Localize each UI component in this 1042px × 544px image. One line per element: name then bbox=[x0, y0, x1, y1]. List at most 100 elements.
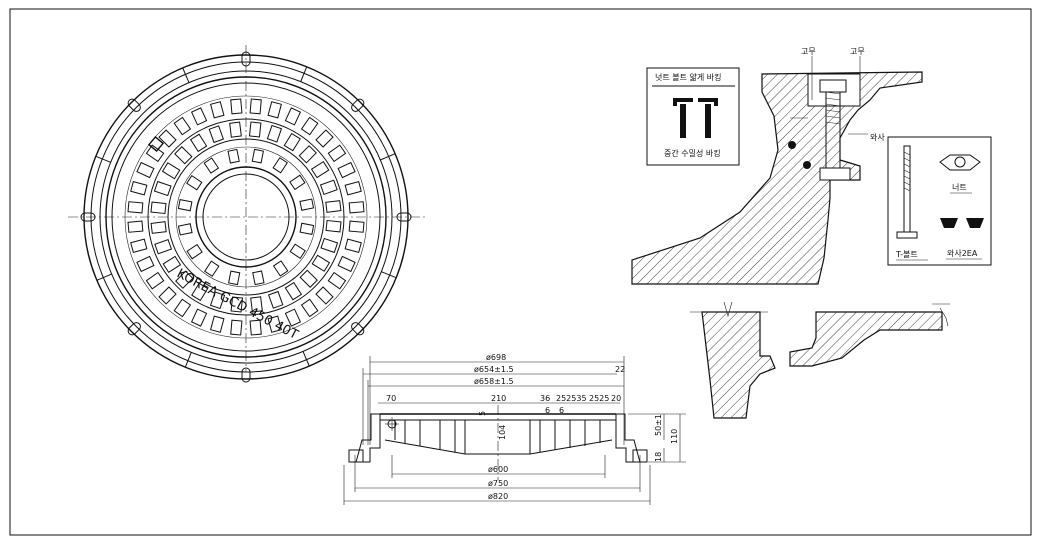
frame-slot bbox=[127, 98, 141, 112]
packing-dot-upper bbox=[788, 141, 796, 149]
outer-rib-slot bbox=[136, 255, 155, 273]
joint-detail-section: 고무 고무 와사 bbox=[631, 47, 923, 285]
middle-rib-slot bbox=[283, 132, 301, 152]
inner-rib-slot bbox=[299, 222, 315, 235]
inner-rib-slot bbox=[186, 243, 203, 260]
outer-rib-slot bbox=[145, 144, 165, 163]
outer-rib-slot bbox=[315, 129, 334, 148]
outer-rib-slot bbox=[190, 308, 208, 327]
inner-rib-slot bbox=[251, 148, 264, 164]
outer-rib-slot bbox=[158, 129, 177, 148]
inner-rib-slot bbox=[186, 175, 203, 191]
outer-rib-slot bbox=[130, 181, 148, 196]
middle-rib-slot bbox=[250, 296, 263, 313]
outer-rib-slot bbox=[284, 308, 302, 327]
washer-icon bbox=[940, 218, 984, 228]
nut-icon bbox=[939, 154, 981, 171]
dim-20: 20 bbox=[611, 394, 621, 403]
frame-outer-ring bbox=[83, 54, 409, 380]
frame-rib-line bbox=[302, 351, 310, 367]
middle-rib-slot bbox=[150, 201, 167, 215]
dim-600: ø600 bbox=[488, 465, 508, 474]
outer-rib-slot bbox=[344, 238, 362, 253]
middle-rib-slot bbox=[189, 133, 208, 153]
dim-698: ø698 bbox=[486, 353, 506, 362]
middle-rib-slot bbox=[209, 291, 226, 310]
middle-rib-slot bbox=[174, 146, 193, 165]
middle-rib-slot bbox=[161, 162, 181, 180]
cross-section-view: ø698 ø654±1.5 22 ø658±1.5 70 210 5 36 6 … bbox=[343, 353, 686, 505]
frame-rib-line bbox=[381, 271, 397, 279]
middle-rib-slot bbox=[311, 254, 331, 272]
hardware-parts-box: 너트 T-볼트 와사2EA bbox=[887, 136, 992, 266]
outer-rib-slot bbox=[190, 107, 208, 126]
parts-washers-label: 와사2EA bbox=[947, 248, 978, 258]
frame-rib-line bbox=[380, 153, 396, 161]
inner-rib-slot bbox=[289, 243, 306, 259]
label-rubber-right: 고무 bbox=[850, 47, 865, 56]
parts-nut-label: 너트 bbox=[952, 182, 967, 192]
frame-seat-section bbox=[690, 301, 950, 419]
outer-rib-slot bbox=[127, 201, 144, 214]
outer-rib-slot bbox=[300, 116, 319, 136]
frame-section-lower-left bbox=[701, 311, 776, 419]
dim-110: 110 bbox=[670, 429, 679, 444]
packing-dot-lower bbox=[803, 161, 811, 169]
packing-box-title: 넛트 볼트 얇게 바킹 bbox=[655, 72, 722, 82]
parts-bolt-label: T-볼트 bbox=[895, 249, 918, 259]
parts-box-frame bbox=[887, 136, 992, 266]
outer-rib-slot bbox=[173, 116, 192, 136]
cover-ring-b bbox=[147, 118, 345, 316]
pick-hole bbox=[147, 135, 165, 153]
frame-slot bbox=[351, 322, 365, 336]
outer-rib-slot bbox=[249, 319, 262, 336]
middle-rib-slot bbox=[266, 124, 283, 143]
outer-rib-slot bbox=[127, 220, 144, 233]
outer-rib-slot bbox=[348, 220, 365, 233]
cover-outer-edge bbox=[105, 76, 387, 358]
outer-rib-slot bbox=[300, 298, 319, 318]
frame-seat-ring bbox=[99, 70, 393, 364]
middle-rib-slot bbox=[154, 238, 173, 255]
cover-rim bbox=[111, 82, 381, 352]
frame-slot bbox=[241, 51, 251, 67]
inner-rib-slot bbox=[272, 157, 288, 174]
inner-rib-slot bbox=[252, 270, 265, 286]
outer-rib-slot bbox=[230, 98, 243, 115]
outer-rib-slot bbox=[344, 181, 362, 196]
outer-rib-slot bbox=[267, 315, 282, 333]
dim-6b: 6 bbox=[559, 406, 564, 415]
frame-rib-line bbox=[96, 273, 112, 281]
label-rubber-left: 고무 bbox=[801, 47, 816, 56]
dim-36: 36 bbox=[540, 394, 550, 403]
outer-rib-slot bbox=[249, 98, 262, 115]
cover-body-section bbox=[631, 71, 923, 285]
cover-ring-a bbox=[124, 95, 368, 339]
packing-symbol-icon bbox=[673, 98, 718, 138]
middle-rib-slot bbox=[230, 296, 244, 313]
center-boss-outer bbox=[195, 166, 297, 268]
frame-rib-line bbox=[182, 67, 190, 83]
middle-rib-slot bbox=[208, 125, 225, 144]
manhole-cover-plan-view: KOREA GCD 450 40T bbox=[68, 45, 425, 383]
middle-rib-slot bbox=[175, 270, 194, 289]
dim-50: 50±1 bbox=[654, 414, 663, 436]
t-bolt-icon bbox=[896, 145, 918, 239]
middle-rib-slot bbox=[325, 219, 342, 233]
middle-rib-slot bbox=[248, 121, 262, 138]
outer-rib-slot bbox=[337, 161, 356, 179]
frame-rib-line bbox=[300, 66, 308, 82]
packing-box-frame bbox=[646, 67, 740, 166]
dim-18: 18 bbox=[654, 452, 663, 462]
middle-rib-slot bbox=[162, 255, 182, 274]
inner-rib-slot bbox=[272, 260, 289, 277]
inner-rib-slot bbox=[299, 198, 315, 211]
outer-rib-slot bbox=[327, 144, 347, 163]
middle-rib-slot bbox=[284, 281, 303, 301]
frame-slot bbox=[80, 212, 96, 222]
cover-engraving-text: KOREA GCD 450 40T bbox=[174, 266, 300, 343]
middle-rib-ring bbox=[150, 121, 342, 313]
dim-2525: 2525 bbox=[589, 394, 609, 403]
frame-slots bbox=[80, 51, 412, 383]
